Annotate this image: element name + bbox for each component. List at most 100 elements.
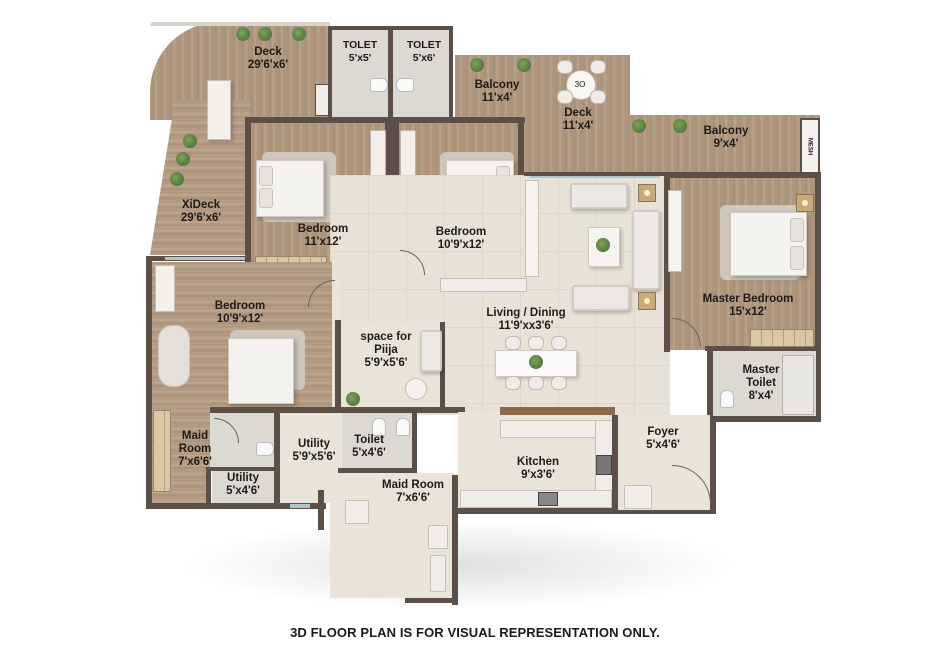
plant xyxy=(632,119,646,133)
wall xyxy=(205,407,465,413)
stove xyxy=(596,455,612,475)
window xyxy=(530,175,660,178)
wall xyxy=(664,172,820,178)
sofa xyxy=(572,285,630,311)
dining-chair xyxy=(551,376,567,390)
tv-unit xyxy=(525,180,539,277)
wall xyxy=(274,413,280,509)
centerpiece-plant xyxy=(529,355,543,369)
toilet-1-area xyxy=(332,28,388,120)
wall xyxy=(388,26,393,122)
wall xyxy=(452,475,458,605)
plant xyxy=(596,238,610,252)
wall xyxy=(328,26,453,30)
wall xyxy=(335,320,341,410)
appliance xyxy=(428,525,448,549)
plant xyxy=(470,58,484,72)
dining-chair xyxy=(528,376,544,390)
window xyxy=(165,257,245,260)
plant xyxy=(236,27,250,41)
plant xyxy=(292,27,306,41)
wall xyxy=(815,172,821,422)
utility-left-area xyxy=(212,470,274,503)
disclaimer-text: 3D FLOOR PLAN IS FOR VISUAL REPRESENTATI… xyxy=(290,625,660,640)
dining-chair xyxy=(505,336,521,350)
dining-chair xyxy=(551,336,567,350)
lamp xyxy=(796,194,814,212)
wall xyxy=(705,346,820,351)
sofa xyxy=(632,210,660,290)
wall xyxy=(449,26,453,122)
sofa xyxy=(570,183,628,209)
lamp xyxy=(638,292,656,310)
wall xyxy=(707,416,821,422)
pillow xyxy=(790,246,804,270)
wall xyxy=(440,322,445,410)
wall xyxy=(206,467,211,509)
plant xyxy=(183,134,197,148)
plant xyxy=(258,27,272,41)
lounge-chairs xyxy=(158,325,190,387)
wall xyxy=(146,256,152,509)
plant xyxy=(170,172,184,186)
wall xyxy=(710,420,716,514)
appliance xyxy=(430,555,446,592)
xideck-area xyxy=(150,100,250,255)
pillow xyxy=(259,166,273,186)
deck-railing xyxy=(150,22,330,26)
wall xyxy=(245,117,251,277)
storage-cabinet xyxy=(315,84,329,116)
toilet-fixture xyxy=(372,418,386,436)
wall xyxy=(318,490,324,530)
stove xyxy=(538,492,558,506)
round-table xyxy=(405,378,427,400)
kitchen-shelf xyxy=(500,407,615,415)
wall xyxy=(455,508,715,514)
toilet-fixture xyxy=(720,390,734,408)
kitchen-counter-bottom xyxy=(460,490,612,508)
bed xyxy=(228,338,294,404)
plant xyxy=(176,152,190,166)
shoe-cabinet xyxy=(624,485,652,509)
wall xyxy=(612,415,618,510)
toilet-fixture xyxy=(370,78,388,92)
console xyxy=(440,278,527,292)
toilet-fixture xyxy=(256,442,274,456)
wall xyxy=(328,26,332,122)
outdoor-chair xyxy=(557,60,573,74)
balcony-2-area xyxy=(630,115,820,175)
toilet-fixture xyxy=(396,418,410,436)
pillow xyxy=(259,188,273,208)
lamp xyxy=(638,184,656,202)
outdoor-chair xyxy=(590,90,606,104)
outdoor-chair xyxy=(590,60,606,74)
wall xyxy=(524,172,669,176)
wall xyxy=(412,413,417,473)
wall xyxy=(146,503,326,509)
outdoor-chair xyxy=(557,90,573,104)
armchair xyxy=(420,330,442,372)
toilet-2-area xyxy=(393,28,449,120)
wardrobe xyxy=(153,410,171,492)
tv-unit xyxy=(668,190,682,272)
floor-plan: MESH xyxy=(146,22,821,610)
dining-chair xyxy=(505,376,521,390)
sun-lounger xyxy=(207,80,231,140)
wardrobe xyxy=(750,329,814,347)
